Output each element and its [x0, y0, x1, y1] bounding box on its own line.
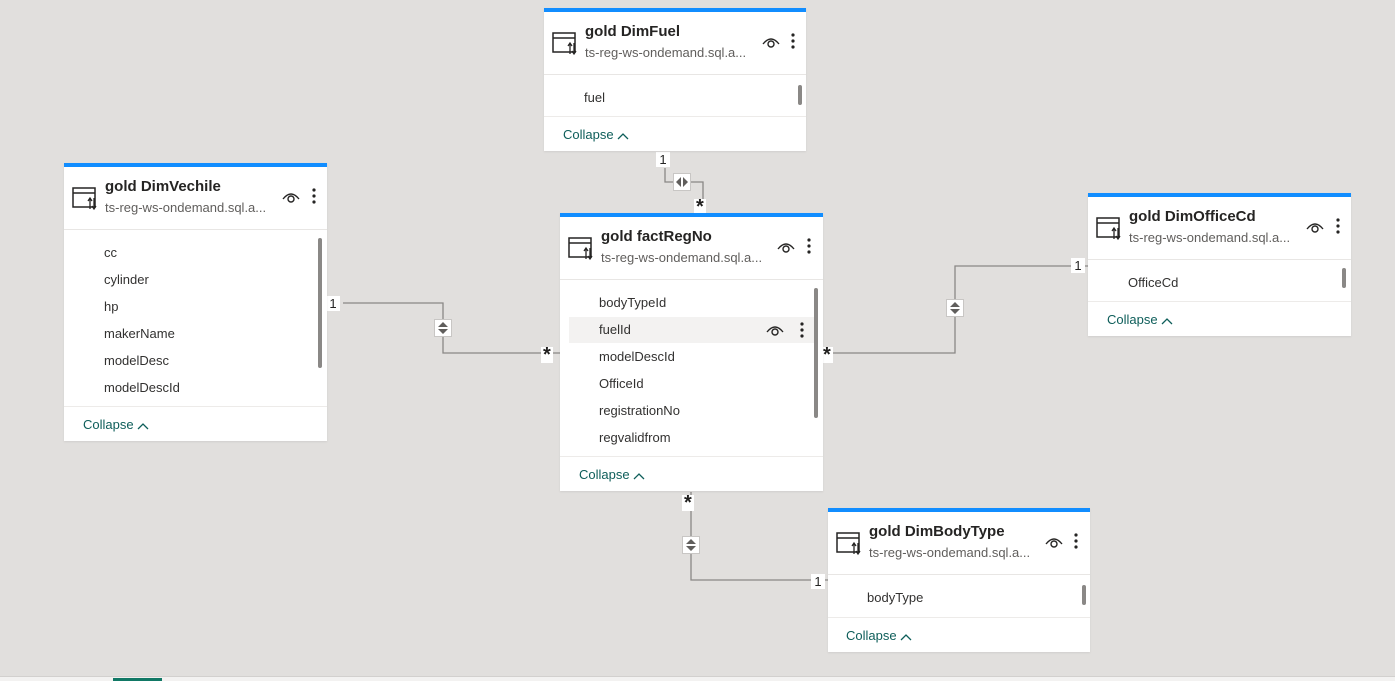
table-card-factregno[interactable]: gold factRegNo ts-reg-ws-ondemand.sql.a.… — [560, 213, 823, 491]
relationship-line-bodytype — [690, 492, 828, 581]
field-modeldesc[interactable]: modelDesc — [104, 353, 170, 368]
field-hp[interactable]: hp — [104, 299, 119, 314]
field-modeldescid[interactable]: modelDescId — [599, 349, 675, 364]
card-footer: Collapse — [560, 456, 823, 491]
field-officecd[interactable]: OfficeCd — [1128, 275, 1179, 290]
field-modeldescid[interactable]: modelDescId — [104, 380, 180, 395]
table-card-dimbodytype[interactable]: gold DimBodyType ts-reg-ws-ondemand.sql.… — [828, 508, 1090, 652]
collapse-button[interactable]: Collapse — [83, 417, 149, 432]
cross-filter-both-icon[interactable] — [682, 536, 700, 554]
card-footer: Collapse — [64, 406, 327, 441]
table-title: gold DimVechile — [105, 178, 221, 195]
field-officeid[interactable]: OfficeId — [599, 376, 644, 391]
chevron-up-icon — [137, 422, 149, 430]
collapse-label: Collapse — [1107, 312, 1158, 327]
more-options-icon[interactable] — [1071, 531, 1081, 551]
scrollbar[interactable] — [1342, 268, 1346, 288]
collapse-button[interactable]: Collapse — [1107, 312, 1173, 327]
more-options-icon[interactable] — [1333, 216, 1343, 236]
field-list: bodyTypeId fuelId modelDescId OfficeId r… — [560, 280, 823, 455]
field-cc[interactable]: cc — [104, 245, 117, 260]
table-source: ts-reg-ws-ondemand.sql.a... — [105, 200, 267, 215]
more-options-icon[interactable] — [788, 31, 798, 51]
table-card-dimvechile[interactable]: gold DimVechile ts-reg-ws-ondemand.sql.a… — [64, 163, 327, 441]
cross-filter-both-icon[interactable] — [673, 173, 691, 191]
table-card-dimfuel[interactable]: gold DimFuel ts-reg-ws-ondemand.sql.a...… — [544, 8, 806, 151]
card-footer: Collapse — [1088, 301, 1351, 336]
table-source: ts-reg-ws-ondemand.sql.a... — [601, 250, 763, 265]
cardinality-one-label: 1 — [811, 574, 825, 589]
cardinality-many-label: * — [821, 344, 833, 366]
visibility-eye-icon[interactable] — [282, 190, 300, 204]
cardinality-many-label: * — [541, 344, 553, 366]
scrollbar[interactable] — [1082, 585, 1086, 605]
collapse-label: Collapse — [579, 467, 630, 482]
more-options-icon[interactable] — [309, 186, 319, 206]
table-title: gold DimOfficeCd — [1129, 208, 1256, 225]
field-fuel[interactable]: fuel — [584, 90, 605, 105]
collapse-button[interactable]: Collapse — [846, 628, 912, 643]
visibility-eye-icon[interactable] — [762, 35, 780, 49]
cardinality-one-label: 1 — [326, 296, 340, 311]
more-options-icon[interactable] — [797, 320, 807, 340]
field-fuelid[interactable]: fuelId — [569, 317, 814, 343]
chevron-up-icon — [617, 132, 629, 140]
field-registrationno[interactable]: registrationNo — [599, 403, 680, 418]
collapse-button[interactable]: Collapse — [563, 127, 629, 142]
scrollbar[interactable] — [814, 288, 818, 418]
collapse-label: Collapse — [83, 417, 134, 432]
collapse-button[interactable]: Collapse — [579, 467, 645, 482]
field-label: fuelId — [599, 322, 631, 337]
table-icon — [552, 32, 577, 56]
cardinality-one-label: 1 — [656, 152, 670, 167]
cardinality-many-label: * — [694, 196, 706, 218]
chevron-up-icon — [900, 633, 912, 641]
field-bodytype[interactable]: bodyType — [867, 590, 924, 605]
field-list: OfficeCd — [1088, 260, 1351, 300]
table-icon — [1096, 217, 1121, 241]
scrollbar[interactable] — [798, 85, 802, 105]
chevron-up-icon — [633, 472, 645, 480]
table-title: gold factRegNo — [601, 228, 712, 245]
table-source: ts-reg-ws-ondemand.sql.a... — [869, 545, 1031, 560]
table-title: gold DimBodyType — [869, 523, 1005, 540]
cardinality-many-label: * — [682, 492, 694, 514]
visibility-eye-icon[interactable] — [1306, 220, 1324, 234]
active-layout-tab[interactable] — [113, 678, 162, 681]
card-footer: Collapse — [828, 617, 1090, 652]
collapse-label: Collapse — [846, 628, 897, 643]
field-regvalidfrom[interactable]: regvalidfrom — [599, 430, 671, 445]
chevron-up-icon — [1161, 317, 1173, 325]
table-icon — [568, 237, 593, 261]
collapse-label: Collapse — [563, 127, 614, 142]
table-source: ts-reg-ws-ondemand.sql.a... — [585, 45, 747, 60]
field-bodytypeid[interactable]: bodyTypeId — [599, 295, 667, 310]
table-title: gold DimFuel — [585, 23, 680, 40]
field-cylinder[interactable]: cylinder — [104, 272, 149, 287]
field-list: fuel — [544, 75, 806, 115]
table-source: ts-reg-ws-ondemand.sql.a... — [1129, 230, 1291, 245]
table-card-dimofficecd[interactable]: gold DimOfficeCd ts-reg-ws-ondemand.sql.… — [1088, 193, 1351, 336]
visibility-eye-icon[interactable] — [777, 240, 795, 254]
more-options-icon[interactable] — [804, 236, 814, 256]
cardinality-one-label: 1 — [1071, 258, 1085, 273]
field-list: bodyType — [828, 575, 1090, 615]
cross-filter-both-icon[interactable] — [434, 319, 452, 337]
bottom-tab-bar — [0, 676, 1395, 681]
card-footer: Collapse — [544, 116, 806, 151]
table-icon — [72, 187, 97, 211]
field-makername[interactable]: makerName — [104, 326, 175, 341]
cross-filter-both-icon[interactable] — [946, 299, 964, 317]
visibility-eye-icon[interactable] — [1045, 535, 1063, 549]
scrollbar[interactable] — [318, 238, 322, 368]
visibility-eye-icon[interactable] — [766, 323, 784, 337]
field-list: cc cylinder hp makerName modelDesc model… — [64, 230, 327, 405]
table-icon — [836, 532, 861, 556]
